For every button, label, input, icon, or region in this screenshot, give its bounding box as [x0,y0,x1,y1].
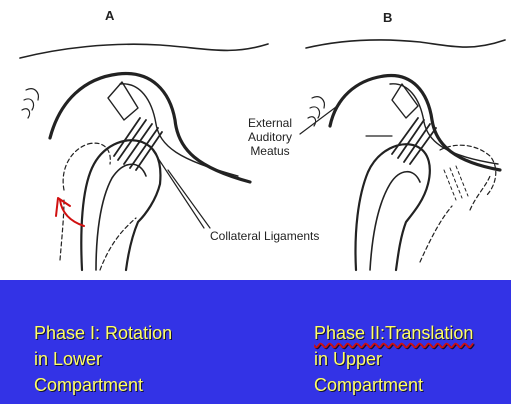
label-line: External [248,116,293,130]
label-line: Auditory [248,130,293,144]
phase-2-caption: Phase II:Translation in Upper Compartmen… [314,320,473,398]
collateral-ligaments-label: Collateral Ligaments [210,229,320,243]
external-auditory-meatus-label: External Auditory Meatus [248,116,292,158]
curved-arrow-icon [55,197,85,227]
panel-b-drawing [299,39,506,272]
caption-banner: Phase I: Rotation in Lower Compartment P… [0,280,511,404]
panel-a-drawing [19,43,269,272]
caption-line: Phase I: Rotation [34,323,173,343]
panel-a-label: A [105,8,115,23]
tmj-line-drawing [19,39,506,272]
tmj-diagram: A B External Auditory Meatus Collateral … [19,8,506,272]
label-line: Meatus [250,144,290,158]
caption-line: in Upper [314,349,383,369]
caption-line: Compartment [34,375,144,395]
phase-1-caption: Phase I: Rotation in Lower Compartment [34,320,172,398]
caption-line: in Lower [34,349,103,369]
caption-line: Compartment [314,375,424,395]
panel-b-label: B [383,10,393,25]
caption-line: Phase II:Translation [314,323,474,343]
